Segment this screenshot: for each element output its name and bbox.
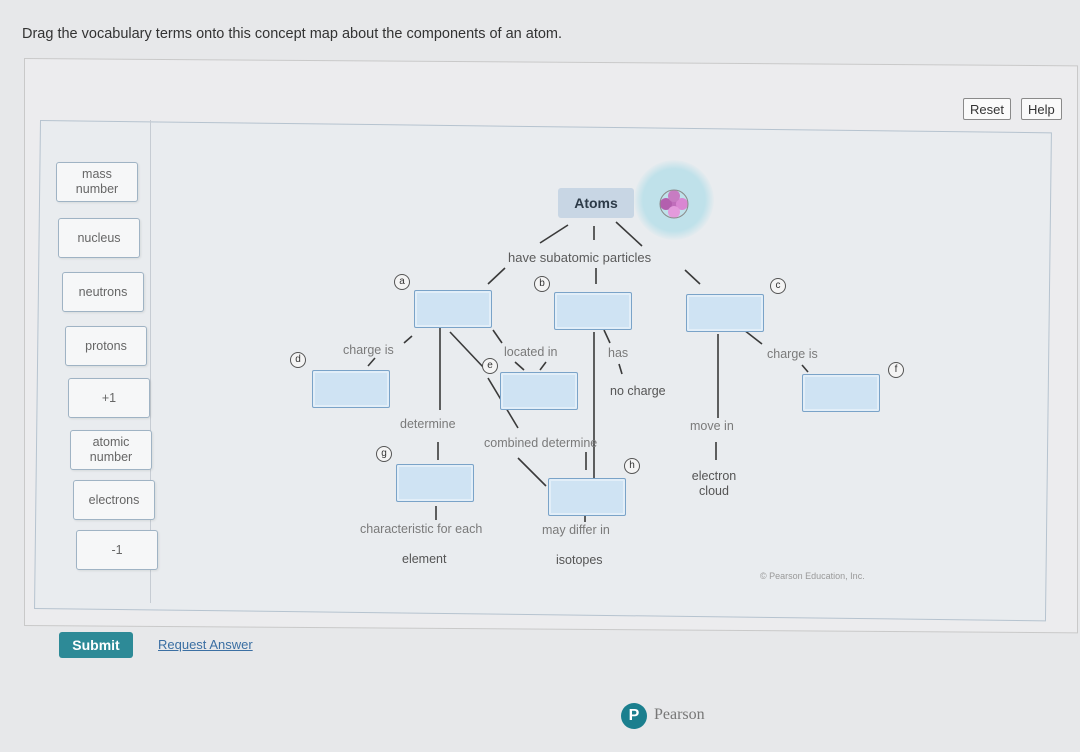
drop-target-b[interactable] [554, 292, 632, 330]
drop-target-e[interactable] [500, 372, 578, 410]
node-electron-cloud: electron cloud [691, 469, 737, 498]
atom-illustration-glow [634, 160, 714, 240]
drop-target-d[interactable] [312, 370, 390, 408]
node-no-charge: no charge [610, 384, 666, 398]
connector [487, 267, 506, 285]
link-has: has [608, 346, 629, 360]
connector [615, 221, 643, 247]
badge-c: c [770, 278, 786, 294]
root-node-atoms: Atoms [558, 188, 634, 218]
drop-target-h[interactable] [548, 478, 626, 516]
term-neutrons[interactable]: neutrons [62, 272, 144, 312]
term-plus-one[interactable]: +1 [68, 378, 150, 418]
connector [603, 329, 611, 344]
link-may-differ-in: may differ in [542, 523, 610, 537]
instruction-text: Drag the vocabulary terms onto this conc… [22, 26, 563, 42]
pearson-logo-icon: P [621, 703, 647, 729]
badge-h: h [624, 458, 640, 474]
badge-e: e [482, 358, 498, 374]
badge-d: d [290, 352, 306, 368]
request-answer-link[interactable]: Request Answer [158, 637, 253, 652]
term-mass-number[interactable]: mass number [56, 162, 138, 202]
node-isotopes: isotopes [556, 553, 603, 567]
copyright-text: © Pearson Education, Inc. [760, 571, 865, 581]
connector [492, 329, 503, 344]
atom-icon [659, 189, 689, 219]
drop-target-g[interactable] [396, 464, 474, 502]
term-atomic-number[interactable]: atomic number [70, 430, 152, 470]
connector [618, 363, 623, 375]
link-have-subatomic-particles: have subatomic particles [508, 250, 652, 265]
drop-target-f[interactable] [802, 374, 880, 412]
drop-target-a[interactable] [414, 290, 492, 328]
link-charge-is-right: charge is [767, 347, 818, 361]
term-electrons[interactable]: electrons [73, 480, 155, 520]
reset-button[interactable]: Reset [963, 98, 1011, 120]
connector [743, 329, 763, 345]
link-combined-determine: combined determine [484, 436, 598, 450]
badge-g: g [376, 446, 392, 462]
link-charge-is-left: charge is [343, 343, 394, 357]
connector [517, 457, 547, 487]
submit-button[interactable]: Submit [59, 632, 133, 658]
connector [539, 361, 547, 371]
link-characteristic-for-each: characteristic for each [360, 522, 483, 536]
node-element: element [402, 552, 447, 566]
badge-f: f [888, 362, 904, 378]
link-move-in: move in [690, 419, 734, 433]
connector [801, 364, 809, 373]
term-nucleus[interactable]: nucleus [58, 218, 140, 258]
term-protons[interactable]: protons [65, 326, 147, 366]
connector [449, 331, 485, 369]
link-determine: determine [400, 417, 456, 431]
help-button[interactable]: Help [1021, 98, 1062, 120]
connector [403, 335, 413, 344]
badge-a: a [394, 274, 410, 290]
drop-target-c[interactable] [686, 294, 764, 332]
connector [514, 361, 525, 371]
connector [684, 269, 701, 285]
connector [539, 224, 569, 244]
term-minus-one[interactable]: -1 [76, 530, 158, 570]
pearson-brand-name: Pearson [654, 706, 705, 723]
term-bank: mass number nucleus neutrons protons +1 … [40, 120, 158, 603]
link-located-in: located in [504, 345, 558, 359]
connector [367, 357, 376, 367]
badge-b: b [534, 276, 550, 292]
